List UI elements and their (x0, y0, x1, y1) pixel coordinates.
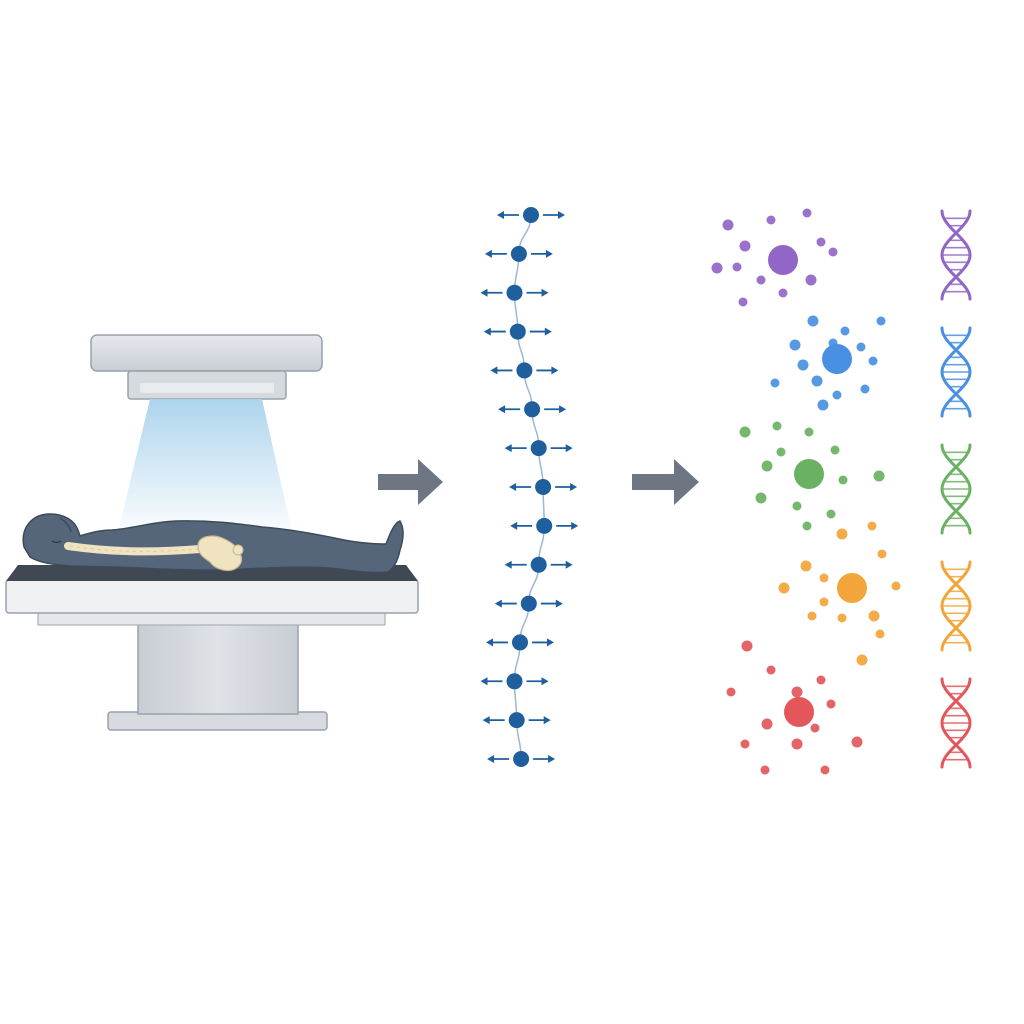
scanner-table (5, 565, 419, 731)
patient-figure (22, 513, 404, 574)
flow-arrow-1 (378, 459, 443, 505)
cell-nucleus (784, 697, 814, 727)
vertebra-node (482, 712, 551, 729)
vertebra-node (480, 673, 549, 690)
scanner-patient-icon (5, 334, 419, 731)
cluster-orange (778, 521, 901, 666)
vertebra-node (486, 634, 554, 651)
cell-nucleus (822, 344, 852, 374)
vertebra-node (484, 245, 553, 262)
vertebra-node (487, 751, 556, 767)
cluster-red (726, 640, 863, 775)
dna-blue (940, 326, 972, 418)
vertebra-chain-icon (480, 207, 579, 767)
flow-arrow-2 (632, 459, 699, 505)
cluster-purple (711, 208, 838, 307)
dna-red (940, 677, 972, 769)
scan-beam (118, 399, 292, 532)
vertebra-node (498, 401, 567, 418)
vertebra-node (480, 284, 549, 301)
dna-green (940, 443, 972, 535)
cell-nucleus (768, 245, 798, 275)
vertebra-node (504, 440, 573, 457)
vertebra-node (509, 479, 578, 495)
vertebra-node (494, 595, 563, 612)
cell-cluster-icon (711, 208, 901, 775)
vertebra-node (497, 207, 565, 223)
cluster-blue (770, 315, 886, 411)
scanner-head (90, 334, 323, 400)
dna-purple (940, 209, 972, 301)
cluster-green (739, 421, 885, 531)
cell-nucleus (794, 459, 824, 489)
vertebra-node (510, 517, 579, 534)
spine-highlight (64, 535, 244, 572)
cell-nucleus (837, 573, 867, 603)
vertebra-node (490, 362, 559, 379)
vertebra-node (483, 323, 552, 340)
dna-orange (940, 560, 972, 652)
vertebra-node (504, 556, 573, 573)
dna-helix-icon (940, 209, 972, 769)
